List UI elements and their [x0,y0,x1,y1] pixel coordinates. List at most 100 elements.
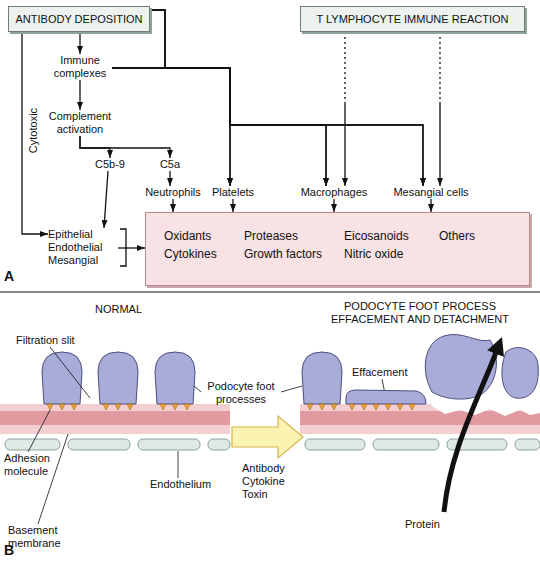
cell-type: Mesangial cells [385,186,477,199]
node-text: T LYMPHOCYTE IMMUNE REACTION [301,7,524,31]
detached-podocyte [425,334,496,399]
process-step: C5b-9 [90,158,130,171]
arrow-connector [344,32,345,186]
part-label: Basement membrane [8,524,70,550]
leader-lines [28,347,385,524]
endothelium [305,439,540,450]
adhesion-molecule [127,404,133,410]
panel-letter: A [4,268,14,284]
arrow-connector [430,199,431,212]
transition-arrow [232,416,303,458]
arrow-connector [112,68,230,186]
basement-membrane [300,400,540,434]
arrow-connector [172,199,173,212]
agent-label: Antibody [242,462,285,475]
panel-heading: PODOCYTE FOOT PROCESS EFFACEMENT AND DET… [320,300,520,326]
mediator-list: Others [439,227,499,245]
arrow-connector [112,68,326,186]
endothelial-cell [305,439,365,450]
arrow-connector [333,199,334,212]
node-text: Epithelial [48,228,118,241]
cell-type: Platelets [205,186,261,199]
mediator-list: Eicosanoids Nitric oxide [344,227,424,263]
membrane-layer [0,411,230,425]
adhesion-molecule [172,404,178,410]
cell-type: Neutrophils [141,186,205,199]
part-label: Protein [405,518,440,531]
endothelial-cell [5,439,60,450]
podocyte-foot-process [42,352,82,404]
adhesion-molecule [349,404,355,410]
arrow-connector [80,136,110,158]
arrow-connector [439,32,440,186]
arrow-connector [232,199,233,212]
node-text: Macrophages [296,186,372,199]
node-text: Platelets [205,186,261,199]
cell-list: EpithelialEndothelialMesangial [48,228,118,267]
arrow-connector [104,171,108,228]
endothelial-cell [373,439,439,450]
podocytes [302,334,538,404]
endothelial-cell [138,439,200,450]
part-label: Podocyte foot processes [201,380,281,406]
node-text: ANTIBODY DEPOSITION [9,7,149,31]
adhesion-molecules [307,404,415,410]
arrow-connector [112,68,423,186]
basement-membrane [0,404,230,434]
leader-line [38,434,68,524]
process-step: Complement activation [43,110,117,136]
adhesion-molecule [373,404,379,410]
node-text: Mesangial cells [385,186,477,199]
endothelial-cell [515,439,540,450]
endothelium [5,439,230,450]
arrow-connector [80,136,170,158]
adhesion-molecule [59,404,65,410]
mediator-box: Oxidants Cytokines Proteases Growth facto… [145,212,530,286]
membrane-layer [0,404,230,434]
process-step: Immune complexes [48,54,112,80]
arrow-connector [150,10,423,186]
edge-label: Cytotoxic [27,106,40,156]
node-text: Endothelial [48,241,118,254]
panel-separator [0,292,540,293]
adhesion-molecule [397,404,403,410]
leader-line [50,347,90,398]
node-text: C5a [152,158,188,171]
arrow-connector [150,10,326,186]
protein-leak-arrow [444,350,497,512]
mediator-list: Proteases Growth factors [244,227,332,263]
adhesion-molecule [385,404,391,410]
arrow-connector [79,32,80,54]
adhesion-molecule [47,404,53,410]
adhesion-molecule [103,404,109,410]
header-box: T LYMPHOCYTE IMMUNE REACTION [300,6,525,32]
adhesion-molecule [319,404,325,410]
leader-line [194,386,201,392]
part-label: Effacement [352,366,407,379]
detached-podocyte [502,348,538,399]
adhesion-molecule [160,404,166,410]
adhesion-molecules [47,404,190,410]
cell-type: Macrophages [296,186,372,199]
node-text: Neutrophils [141,186,205,199]
podocyte-foot-process [302,352,342,404]
membrane-damage [430,400,540,416]
adhesion-molecule [409,404,415,410]
effaced-foot-process [346,390,426,404]
arrow-connector [150,10,230,186]
leader-line [178,451,179,478]
podocytes [42,352,195,404]
part-label: Endothelium [150,478,211,491]
part-label: Adhesion molecule [4,452,64,478]
adhesion-molecule [115,404,121,410]
adhesion-molecule [361,404,367,410]
arrow-connector [79,80,80,110]
mediator-list: Oxidants Cytokines [164,227,226,263]
node-text: Complement activation [43,110,117,136]
node-text: Immune complexes [48,54,112,80]
leader-line [28,410,50,452]
part-label: Filtration slit [16,334,75,347]
node-text: Mesangial [48,254,118,267]
adhesion-molecule [331,404,337,410]
